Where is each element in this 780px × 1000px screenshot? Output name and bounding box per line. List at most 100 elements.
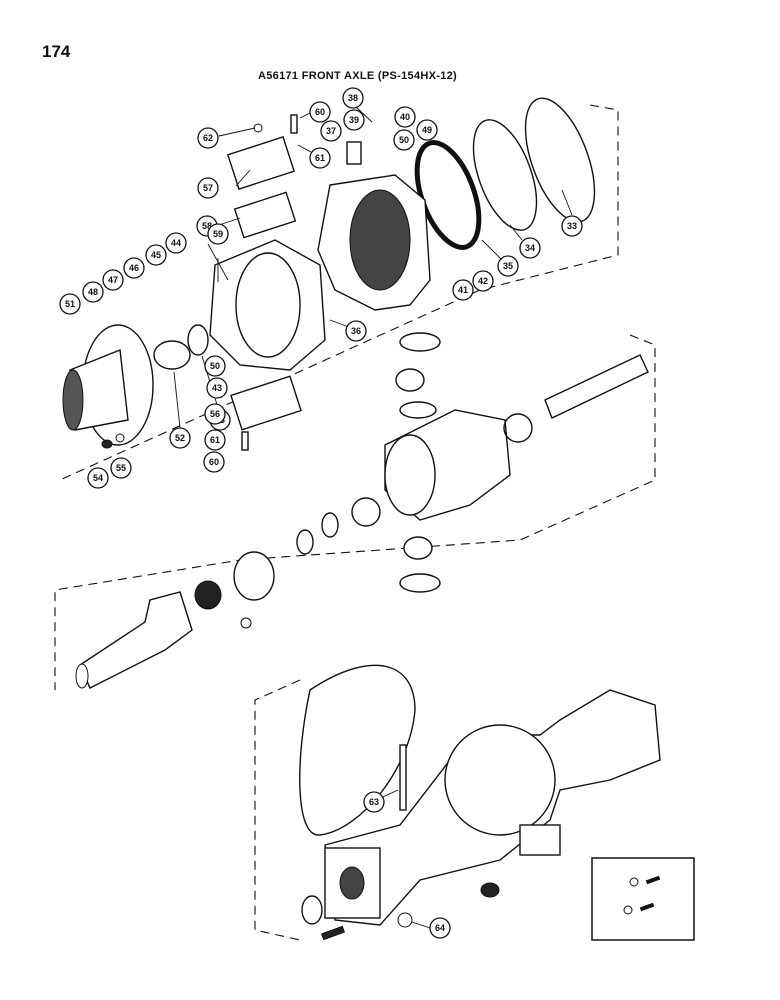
svg-text:40: 40 <box>400 112 410 122</box>
callout-40: 40 <box>394 106 416 128</box>
callout-64: 64 <box>429 917 451 939</box>
svg-text:60: 60 <box>315 107 325 117</box>
cv-inner-race <box>194 580 222 610</box>
svg-text:64: 64 <box>435 923 445 933</box>
callout-54: 54 <box>87 467 109 489</box>
svg-text:37: 37 <box>326 126 336 136</box>
callout-49: 49 <box>416 119 438 141</box>
callout-61-lower: 61 <box>204 429 226 451</box>
callout-38: 38 <box>342 87 364 109</box>
svg-text:44: 44 <box>171 238 181 248</box>
callout-60: 60 <box>309 101 331 123</box>
callout-43: 43 <box>206 377 228 399</box>
svg-text:36: 36 <box>351 326 361 336</box>
callout-60-lower: 60 <box>203 451 225 473</box>
cv-ball <box>240 617 252 629</box>
svg-text:43: 43 <box>212 383 222 393</box>
callout-52: 52 <box>169 427 191 449</box>
pin <box>346 141 362 165</box>
svg-text:57: 57 <box>203 183 213 193</box>
svg-text:45: 45 <box>151 250 161 260</box>
svg-text:52: 52 <box>175 433 185 443</box>
callout-labels: 62 60 38 39 40 50 49 61 37 57 58 59 44 4… <box>59 87 583 939</box>
callout-36: 36 <box>345 320 367 342</box>
svg-text:60: 60 <box>209 457 219 467</box>
housing-center-bulge <box>444 724 556 836</box>
callout-39: 39 <box>343 109 365 131</box>
callout-62: 62 <box>197 127 219 149</box>
grease-fitting <box>253 123 263 133</box>
svg-text:61: 61 <box>315 153 325 163</box>
callout-35: 35 <box>497 255 519 277</box>
bearing-cup-upper <box>399 332 441 352</box>
svg-text:42: 42 <box>478 276 488 286</box>
cv-cage <box>233 551 275 601</box>
svg-text:50: 50 <box>210 361 220 371</box>
housing-plug <box>480 882 500 898</box>
top-gasket <box>233 191 297 239</box>
callout-47: 47 <box>102 269 124 291</box>
svg-text:50: 50 <box>399 135 409 145</box>
svg-text:59: 59 <box>213 229 223 239</box>
housing-nut <box>397 912 413 928</box>
bearing-cone-lower <box>403 536 433 560</box>
svg-text:39: 39 <box>349 115 359 125</box>
housing-gasket <box>299 664 416 836</box>
hub-spline-end <box>62 369 84 431</box>
inset-stud-2 <box>639 902 655 912</box>
callout-33: 33 <box>561 215 583 237</box>
callout-57: 57 <box>197 177 219 199</box>
knuckle-bore <box>349 189 411 291</box>
housing-stud <box>320 925 346 941</box>
assembly-outline-upper <box>59 104 619 481</box>
retaining-ring <box>472 119 538 231</box>
callout-56: 56 <box>204 403 226 425</box>
svg-text:51: 51 <box>65 299 75 309</box>
cover-bolt-upper <box>290 114 298 134</box>
svg-text:41: 41 <box>458 285 468 295</box>
cv-outer-shaft <box>79 591 193 689</box>
callout-41: 41 <box>452 279 474 301</box>
callout-59: 59 <box>207 223 229 245</box>
cv-sleeve <box>351 497 381 527</box>
inset-nut-2 <box>623 905 633 915</box>
svg-text:63: 63 <box>369 797 379 807</box>
top-cover-plate <box>226 136 296 190</box>
cv-ring-2 <box>296 529 314 555</box>
svg-text:35: 35 <box>503 261 513 271</box>
svg-text:33: 33 <box>567 221 577 231</box>
callout-55: 55 <box>110 457 132 479</box>
snap-ring <box>524 97 596 223</box>
housing-end-bore <box>339 866 365 900</box>
diagram-title: A56171 FRONT AXLE (PS-154HX-12) <box>258 70 458 82</box>
hub-housing-bore <box>235 252 301 358</box>
bushing <box>153 340 191 370</box>
svg-text:49: 49 <box>422 125 432 135</box>
bearing-cone-upper <box>395 368 425 392</box>
callout-46: 46 <box>123 257 145 279</box>
hardware-inset-box <box>591 857 695 941</box>
inset-stud-1 <box>645 875 661 885</box>
svg-text:34: 34 <box>525 243 535 253</box>
callout-34: 34 <box>519 237 541 259</box>
svg-text:61: 61 <box>210 435 220 445</box>
bearing-cup-lower <box>399 573 441 593</box>
cv-ring-1 <box>321 512 339 538</box>
cv-shaft-spline <box>75 663 89 689</box>
callout-50-lower: 50 <box>204 355 226 377</box>
callout-63: 63 <box>363 791 385 813</box>
callout-42: 42 <box>472 270 494 292</box>
callout-61: 61 <box>309 147 331 169</box>
housing-seal <box>301 895 323 925</box>
bearing-cup-mid <box>399 401 437 419</box>
callout-37: 37 <box>320 120 342 142</box>
page-number: 174 <box>42 42 71 61</box>
housing-pad <box>519 824 561 856</box>
bottom-cover-plate <box>230 375 302 431</box>
svg-text:48: 48 <box>88 287 98 297</box>
callout-48: 48 <box>82 281 104 303</box>
washer-55 <box>115 433 125 443</box>
nut-54 <box>101 439 113 449</box>
svg-text:62: 62 <box>203 133 213 143</box>
